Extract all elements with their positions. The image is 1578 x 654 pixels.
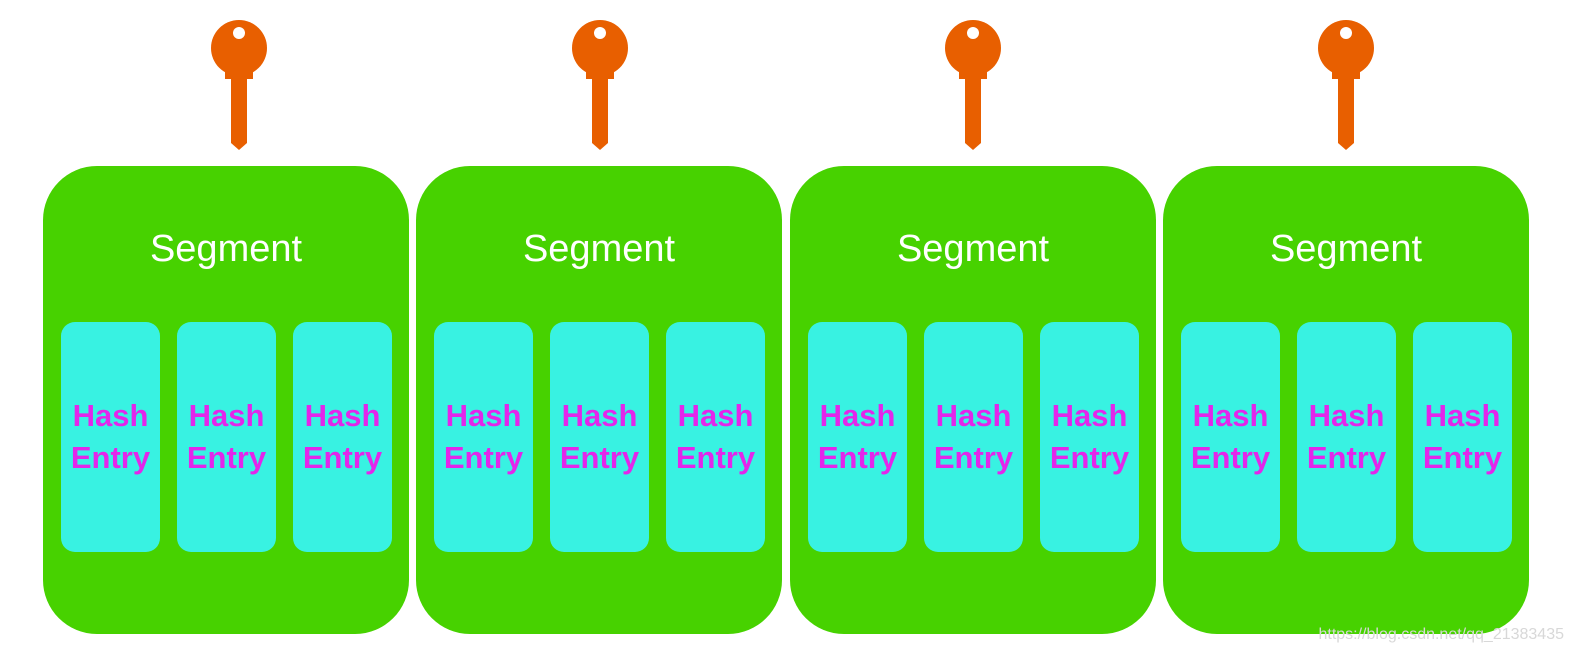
key-icon-svg [211,20,267,150]
key-icon [1314,18,1378,152]
hash-entry-label: Hash Entry [817,398,898,475]
segment: Segment Hash Entry Hash Entry Hash Entry [1163,166,1529,634]
hash-entry-label: Hash Entry [933,398,1014,475]
key-icon [207,18,271,152]
hash-entry: Hash Entry [1040,322,1139,552]
hash-entry: Hash Entry [1181,322,1280,552]
hash-entry-label: Hash Entry [1306,398,1387,475]
segment-title: Segment [149,228,303,270]
hash-entry: Hash Entry [177,322,276,552]
hash-entry: Hash Entry [808,322,907,552]
entry-row: Hash Entry Hash Entry Hash Entry [808,322,1139,552]
entry-row: Hash Entry Hash Entry Hash Entry [61,322,392,552]
hash-entry-label: Hash Entry [675,398,756,475]
key-icon-svg [945,20,1001,150]
hash-entry: Hash Entry [293,322,392,552]
hash-entry: Hash Entry [924,322,1023,552]
key-icon-svg [1318,20,1374,150]
hash-entry: Hash Entry [666,322,765,552]
segment: Segment Hash Entry Hash Entry Hash Entry [43,166,409,634]
hash-entry-label: Hash Entry [70,398,151,475]
entry-row: Hash Entry Hash Entry Hash Entry [434,322,765,552]
entry-row: Hash Entry Hash Entry Hash Entry [1181,322,1512,552]
hash-entry-label: Hash Entry [302,398,383,475]
segment: Segment Hash Entry Hash Entry Hash Entry [416,166,782,634]
hash-entry: Hash Entry [1297,322,1396,552]
segment-title: Segment [1269,228,1423,270]
key-icon [941,18,1005,152]
hash-entry: Hash Entry [550,322,649,552]
segment-title: Segment [896,228,1050,270]
key-icon-svg [572,20,628,150]
watermark-text: https://blog.csdn.net/qq_21383435 [1318,626,1564,643]
hash-entry-label: Hash Entry [186,398,267,475]
hash-entry: Hash Entry [61,322,160,552]
segment: Segment Hash Entry Hash Entry Hash Entry [790,166,1156,634]
hash-entry-label: Hash Entry [1190,398,1271,475]
hash-entry-label: Hash Entry [1422,398,1503,475]
hash-entry-label: Hash Entry [1049,398,1130,475]
hash-entry-label: Hash Entry [443,398,524,475]
key-icon [568,18,632,152]
hash-entry: Hash Entry [1413,322,1512,552]
hash-entry-label: Hash Entry [559,398,640,475]
hash-entry: Hash Entry [434,322,533,552]
segment-title: Segment [522,228,676,270]
